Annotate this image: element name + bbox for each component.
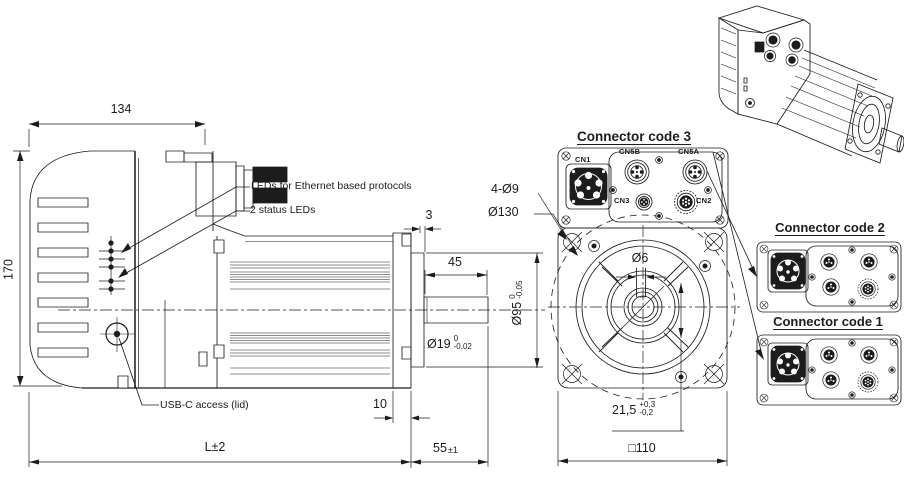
cn5a-label: CN5A [678,147,700,156]
code1-round-connectors [809,340,895,398]
dim-corner-holes: 4-Ø9 [491,182,519,196]
usbc-port-symbol [100,317,159,405]
flange-spokes [599,262,688,352]
panel-code2-drawing [757,242,901,312]
cn3-connector [636,194,652,210]
cn1-connector [566,164,611,209]
dim-total-length: L±2 [204,440,226,454]
dim-height-170: 170 [1,259,15,280]
code2-round-connectors [809,247,895,305]
cn5b-connector [625,160,649,184]
label-usbc-access: USB-C access (lid) [160,399,249,411]
panel-leader-lines [707,152,764,360]
dim-key: 21,5 +0,3 -0,2 [612,400,656,417]
dim-front-length-value: 55 [433,441,447,455]
front-view-dimensions [534,193,727,466]
panel-code1-title: Connector code 1 [773,314,883,330]
panel-code1-drawing [757,335,901,405]
dim-front-length: 55 ±1 [433,441,458,455]
iso-view-3d [719,6,904,163]
status-led-dots [108,240,114,292]
cn1-label: CN1 [575,155,591,164]
iso-connectors [755,33,803,66]
dim-key-tolerance: +0,3 -0,2 [639,400,656,417]
side-view-dimensions [13,121,543,468]
dim-front-length-tolerance: ±1 [447,445,458,455]
dim-bolt-circle: Ø130 [488,205,519,219]
leader-lines [118,187,250,278]
side-view-drawing [13,121,545,468]
cn2-label: CN2 [696,196,712,205]
dim-boss-diameter: Ø95 0 -0,05 [508,270,526,336]
dim-shaft-length-45: 45 [448,255,462,269]
dim-key-value: 21,5 [612,402,637,417]
label-ethernet-leds: LEDs for Ethernet based protocols [251,180,412,192]
cn5b-label: CN5B [619,147,641,156]
cn5a-connector [683,160,707,184]
cn3-label: CN3 [614,196,630,205]
dim-shaft-diameter-tolerance: 0 -0,02 [453,334,472,351]
label-status-leds: 2 status LEDs [250,204,316,216]
dim-square-110: □110 [628,441,656,455]
dim-boss-depth-3: 3 [425,208,433,222]
front-view-title: Connector code 3 [576,129,692,145]
front-view-drawing [534,148,740,466]
dim-boss-diameter-tolerance: 0 -0,05 [507,280,525,299]
panel-corner-screws [562,152,724,224]
cn2-connector [675,191,698,214]
dim-width-134: 134 [110,102,132,116]
dim-center-hole: Ø6 [631,251,649,265]
dim-shaft-diameter: Ø19 0 -0,02 [427,334,472,351]
panel-code2-title: Connector code 2 [775,220,885,236]
dim-shaft-diameter-value: Ø19 [427,336,451,351]
dim-boss-diameter-value: Ø95 [510,301,524,326]
dim-flange-thickness-10: 10 [373,397,387,411]
